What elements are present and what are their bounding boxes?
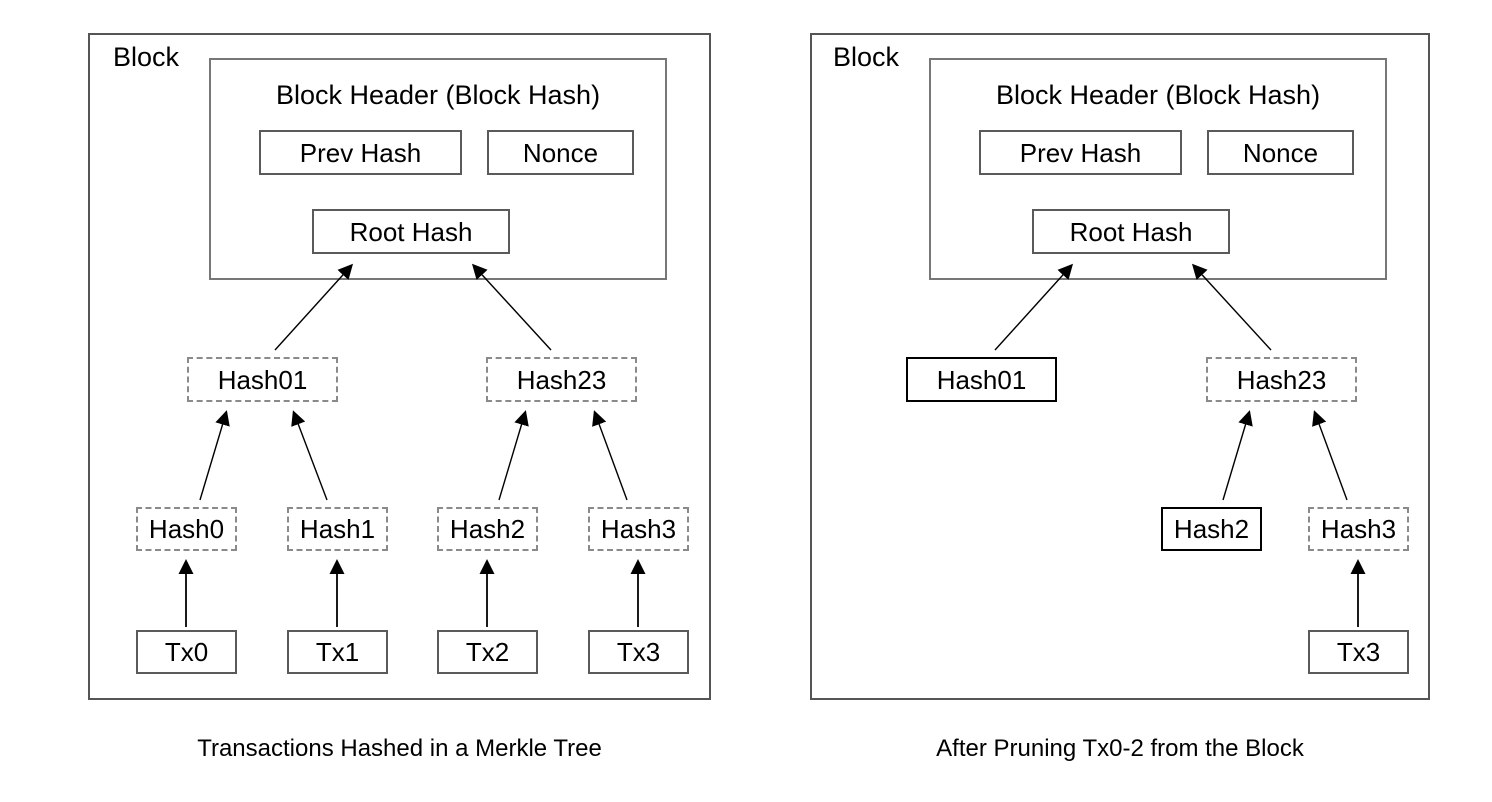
block-label-right: Block	[833, 42, 900, 72]
tx1-box-left: Tx1	[287, 630, 388, 674]
tx3-box-right: Tx3	[1308, 630, 1409, 674]
hash2-box-right: Hash2	[1161, 507, 1262, 551]
tx0-box-left: Tx0	[136, 630, 237, 674]
block-header-title-left: Block Header (Block Hash)	[275, 80, 601, 110]
nonce-box-right: Nonce	[1207, 130, 1354, 175]
hash3-box-right: Hash3	[1308, 507, 1409, 551]
root-hash-box-right: Root Hash	[1032, 209, 1230, 254]
caption-left: Transactions Hashed in a Merkle Tree	[197, 735, 602, 762]
tx2-box-left: Tx2	[437, 630, 538, 674]
hash0-box-left: Hash0	[136, 507, 237, 551]
root-hash-box-left: Root Hash	[312, 209, 510, 254]
tx3-box-left: Tx3	[588, 630, 689, 674]
hash23-box-left: Hash23	[486, 357, 637, 402]
hash2-box-left: Hash2	[437, 507, 538, 551]
hash3-box-left: Hash3	[588, 507, 689, 551]
nonce-box-left: Nonce	[487, 130, 634, 175]
block-header-title-right: Block Header (Block Hash)	[995, 80, 1321, 110]
hash23-box-right: Hash23	[1206, 357, 1357, 402]
hash01-box-right: Hash01	[906, 357, 1057, 402]
block-label-left: Block	[113, 42, 180, 72]
hash1-box-left: Hash1	[287, 507, 388, 551]
prev-hash-box-right: Prev Hash	[979, 130, 1182, 175]
prev-hash-box-left: Prev Hash	[259, 130, 462, 175]
caption-right: After Pruning Tx0-2 from the Block	[936, 735, 1304, 762]
hash01-box-left: Hash01	[187, 357, 338, 402]
